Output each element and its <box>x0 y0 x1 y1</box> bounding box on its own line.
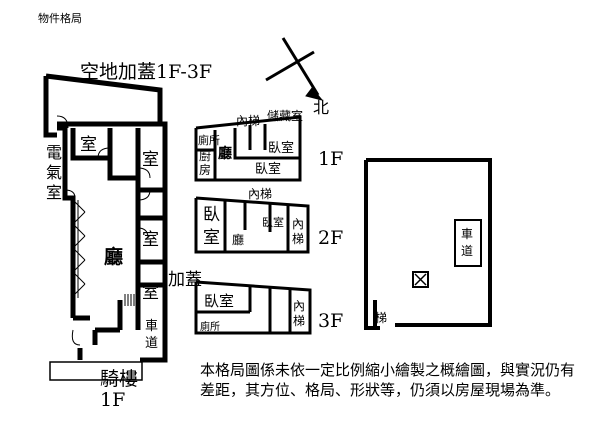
room-label: 室 <box>80 135 97 155</box>
stairs-hatch <box>124 294 135 306</box>
room-label: 臥室 <box>204 292 234 310</box>
room-label: 廳 <box>232 232 244 247</box>
room-label: 內梯 <box>236 114 260 128</box>
floor-3f-plan <box>194 280 312 335</box>
site-marker-icon <box>412 271 429 288</box>
living-room-label: 廳 <box>104 245 123 268</box>
disclaimer-text: 本格局圖係未依一定比例縮小繪製之概繪圖，與實況仍有差距，其方位、格局、形狀等，仍… <box>200 361 576 399</box>
window-hatch <box>72 199 86 298</box>
room-label: 室 <box>142 283 159 303</box>
room-label: 臥室 <box>262 215 284 229</box>
room-label: 廁所 <box>200 320 220 333</box>
floor-2f-plan <box>194 196 310 254</box>
electric-room-label: 電氣室 <box>46 143 62 202</box>
room-label: 內梯 <box>248 187 272 201</box>
floor-label-3f: 3F <box>318 310 343 332</box>
north-label: 北 <box>313 98 329 117</box>
compass-icon <box>265 37 324 101</box>
room-label: 內梯 <box>292 217 304 246</box>
site-plan <box>364 158 492 330</box>
room-label: 室 <box>142 230 159 250</box>
site-garage-box <box>454 219 482 267</box>
floor-label-2f: 2F <box>318 227 343 249</box>
room-label: 儲藏室 <box>267 108 303 123</box>
page-title: 物件格局 <box>38 12 82 25</box>
floor-label-1f: 1F <box>318 148 343 170</box>
arcade-box <box>49 361 143 381</box>
main-plan-walls <box>43 73 168 363</box>
arcade-label: 騎樓 <box>100 368 138 390</box>
room-label: 廚房 <box>199 148 211 177</box>
room-label: 廳 <box>218 145 232 162</box>
garage-label: 車道 <box>145 319 158 351</box>
extension-label: 加蓋 <box>168 270 202 290</box>
room-label: 臥室 <box>203 205 220 248</box>
floor-1f-plan <box>194 115 302 182</box>
door-arcs <box>56 115 151 346</box>
room-label: 臥室 <box>255 161 281 177</box>
room-label: 臥室 <box>268 140 294 156</box>
site-marker-cross-icon <box>414 273 427 286</box>
main-plan-title: 空地加蓋1F-3F <box>80 61 212 83</box>
room-label: 內梯 <box>293 299 305 328</box>
main-floor-label: 1F <box>100 389 125 411</box>
room-label: 廁所 <box>198 133 220 147</box>
room-label: 室 <box>142 150 159 170</box>
site-garage-label: 車道 <box>461 227 473 258</box>
site-stairs-label: 梯 <box>375 311 387 325</box>
